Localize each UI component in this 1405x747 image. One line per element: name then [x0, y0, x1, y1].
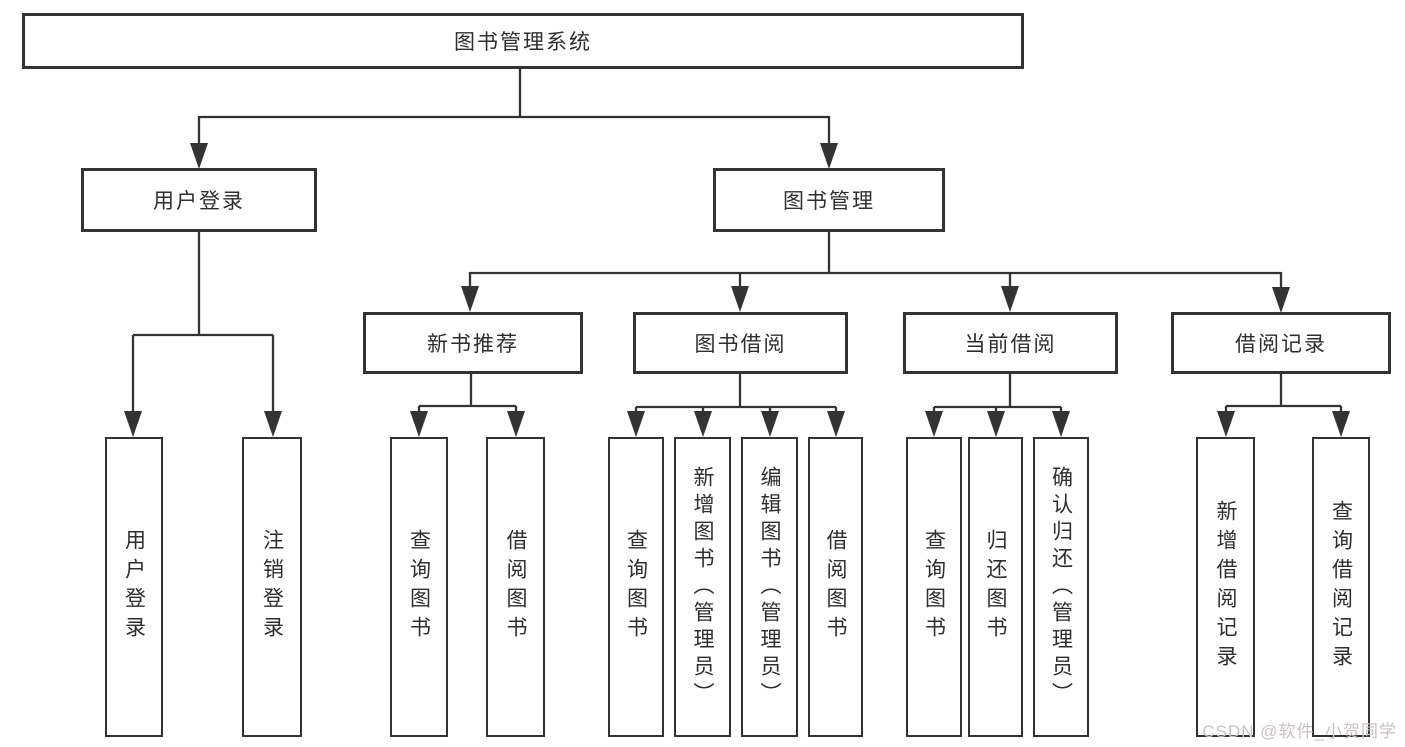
- node-label: 确认归还（管理员）: [1049, 465, 1073, 709]
- node-label: 查询借阅记录: [1329, 500, 1353, 674]
- leaf-add-borrow-record: 新增借阅记录: [1196, 437, 1255, 737]
- node-label: 图书管理: [783, 190, 875, 213]
- leaf-query-borrow-record: 查询借阅记录: [1312, 437, 1370, 737]
- node-label: 注销登录: [260, 529, 284, 645]
- node-label: 查询图书: [624, 529, 648, 645]
- node-label: 查询图书: [407, 529, 431, 645]
- node-label: 新增图书（管理员）: [691, 465, 714, 709]
- node-label: 用户登录: [153, 190, 245, 213]
- node-borrowing-records: 借阅记录: [1171, 312, 1391, 374]
- node-book-borrowing: 图书借阅: [633, 312, 848, 374]
- node-new-book-recommendation: 新书推荐: [363, 312, 583, 374]
- node-book-management: 图书管理: [713, 168, 945, 232]
- node-label: 新书推荐: [427, 333, 519, 356]
- node-label: 查询图书: [922, 529, 946, 645]
- leaf-confirm-return-admin: 确认归还（管理员）: [1033, 437, 1089, 737]
- leaf-query-books-borrow: 查询图书: [608, 437, 664, 737]
- leaf-add-books-admin: 新增图书（管理员）: [674, 437, 731, 737]
- node-user-login: 用户登录: [81, 168, 317, 232]
- node-current-borrowing: 当前借阅: [903, 312, 1118, 374]
- node-label: 新增借阅记录: [1214, 500, 1237, 674]
- wire-borrow-to-leaves: [634, 374, 838, 431]
- csdn-watermark: CSDN @软件_小贺同学: [1202, 722, 1397, 741]
- node-library-management-system: 图书管理系统: [22, 13, 1024, 69]
- leaf-query-books-recommend: 查询图书: [390, 437, 448, 737]
- wire-recommend-to-leaves: [417, 374, 518, 431]
- leaf-user-login: 用户登录: [105, 437, 163, 737]
- node-label: 图书管理系统: [454, 31, 592, 54]
- node-label: 借阅图书: [504, 529, 527, 645]
- wire-userlogin-to-leaves: [131, 232, 275, 430]
- node-label: 图书借阅: [694, 333, 787, 356]
- wire-records-to-leaves: [1224, 374, 1343, 431]
- leaf-logout-login: 注销登录: [242, 437, 302, 737]
- leaf-edit-books-admin: 编辑图书（管理员）: [741, 437, 798, 737]
- node-label: 编辑图书（管理员）: [758, 465, 781, 709]
- node-label: 当前借阅: [964, 333, 1057, 356]
- leaf-query-books-current: 查询图书: [906, 437, 962, 737]
- node-label: 借阅记录: [1235, 333, 1327, 356]
- node-label: 用户登录: [122, 529, 146, 645]
- node-label: 借阅图书: [824, 529, 847, 645]
- leaf-return-books: 归还图书: [968, 437, 1023, 737]
- arrowhead-icons: [124, 143, 1350, 437]
- wire-root-to-level2: [197, 68, 831, 162]
- wire-bookmgmt-to-level3: [468, 232, 1283, 307]
- leaf-borrow-books-borrow: 借阅图书: [808, 437, 863, 737]
- leaf-borrow-books-recommend: 借阅图书: [486, 437, 545, 737]
- node-label: 归还图书: [984, 529, 1007, 645]
